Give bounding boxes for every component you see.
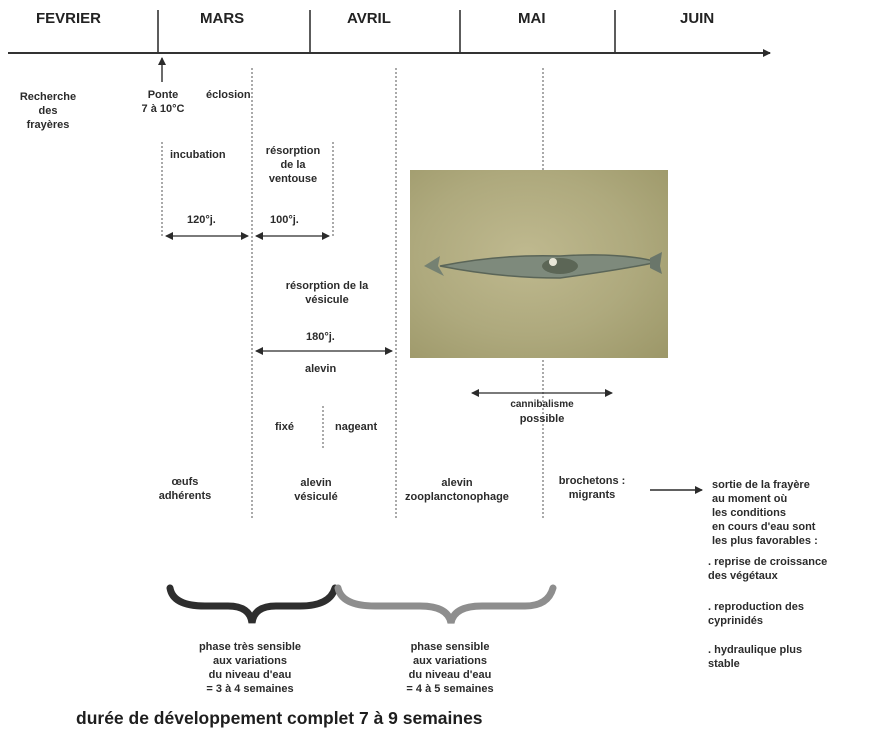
footer-duration: durée de développement complet 7 à 9 sem… (76, 708, 483, 728)
sortie-bullet-cyprinides: . reproduction des cyprinidés (708, 601, 804, 627)
stage-nageant: nageant (335, 421, 378, 433)
duration-incubation: 120°j. (187, 214, 216, 226)
duration-ventouse: 100°j. (270, 214, 299, 226)
stage-alevin: alevin (305, 363, 337, 375)
fish-icon (424, 252, 662, 279)
sortie-bullet-hydraulique: . hydraulique plus stable (708, 644, 803, 670)
sortie-bullet-vegetaux: . reprise de croissance des végétaux (708, 556, 828, 582)
stage-fixe: fixé (275, 421, 294, 433)
duration-vesicule: 180°j. (306, 331, 335, 343)
month-juin: JUIN (680, 10, 715, 27)
month-fevrier: FEVRIER (36, 10, 102, 27)
month-mars: MARS (200, 10, 245, 27)
month-avril: AVRIL (347, 10, 391, 27)
stage-incubation: incubation (170, 149, 226, 161)
brace-light (334, 584, 557, 624)
event-eclosion: éclosion (206, 89, 251, 101)
brace-dark (166, 584, 339, 624)
phase-brochetons: brochetons :migrants (558, 475, 626, 501)
fish-photo (410, 170, 668, 358)
month-mai: MAI (518, 10, 546, 27)
